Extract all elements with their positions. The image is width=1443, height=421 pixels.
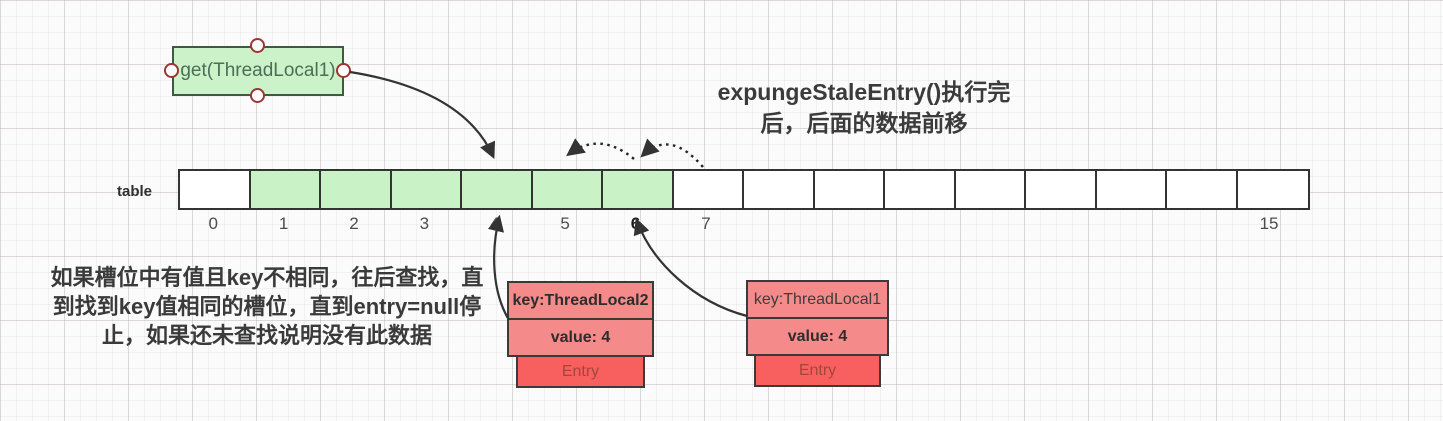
table-cell-13[interactable]	[1096, 171, 1167, 208]
entry2-tag-cell[interactable]: Entry	[516, 355, 645, 388]
note-line3: 止，如果还未查找说明没有此数据	[101, 323, 432, 348]
dotted-arrow-slot7-to-slot6	[640, 138, 704, 168]
index-label-7: 7	[701, 214, 711, 233]
index-label-8	[741, 214, 811, 234]
index-label-15: 15	[1259, 214, 1279, 233]
table-cell-1[interactable]	[250, 171, 321, 208]
diagram-title-line1: expungeStaleEntry()执行完	[717, 79, 1011, 105]
arrow-get-to-slot4	[349, 70, 496, 160]
index-label-14	[1163, 214, 1233, 234]
entry1-tag-cell[interactable]: Entry	[754, 354, 881, 387]
table-cell-8[interactable]	[744, 171, 815, 208]
index-label-3: 3	[419, 214, 430, 233]
table-index-row: 0 1 2 3 4 5 6 7 15	[178, 214, 1304, 234]
table-cell-12[interactable]	[1026, 171, 1097, 208]
index-label-0: 0	[208, 214, 218, 233]
table-cell-0[interactable]	[180, 171, 251, 208]
selection-handle-right-icon[interactable]	[336, 63, 351, 78]
table-cell-3[interactable]	[391, 171, 462, 208]
table-cell-9[interactable]	[814, 171, 885, 208]
selection-handle-left-icon[interactable]	[164, 63, 179, 78]
get-threadlocal-box[interactable]: get(ThreadLocal1)	[172, 46, 344, 96]
index-label-13	[1093, 214, 1163, 234]
index-label-9	[812, 214, 882, 234]
entry-threadlocal1[interactable]: key:ThreadLocal1 value: 4 Entry	[746, 280, 889, 387]
table-cell-14[interactable]	[1167, 171, 1238, 208]
table-label: table	[117, 183, 153, 200]
index-label-11	[952, 214, 1022, 234]
index-label-2: 2	[349, 214, 359, 233]
table-array	[178, 169, 1310, 210]
index-label-10	[882, 214, 952, 234]
get-threadlocal-label: get(ThreadLocal1)	[180, 60, 336, 81]
index-label-6: 6	[630, 214, 641, 233]
table-cell-2[interactable]	[321, 171, 392, 208]
note-text: 如果槽位中有值且key不相同，往后查找，直 到找到key值相同的槽位，直到ent…	[36, 263, 498, 350]
selection-handle-bottom-icon[interactable]	[250, 88, 265, 103]
entry2-value-cell[interactable]: value: 4	[507, 318, 654, 357]
entry1-key-cell[interactable]: key:ThreadLocal1	[746, 280, 889, 319]
index-label-4: 4	[490, 214, 500, 233]
index-label-1: 1	[278, 214, 289, 233]
table-cell-10[interactable]	[885, 171, 956, 208]
entry1-value-cell[interactable]: value: 4	[746, 317, 889, 356]
table-cell-5[interactable]	[532, 171, 603, 208]
entry2-key-cell[interactable]: key:ThreadLocal2	[507, 281, 654, 320]
table-cell-11[interactable]	[955, 171, 1026, 208]
entry-threadlocal2[interactable]: key:ThreadLocal2 value: 4 Entry	[507, 281, 654, 388]
table-cell-4[interactable]	[462, 171, 533, 208]
diagram-title-line2: 后，后面的数据前移	[760, 110, 968, 136]
table-cell-6[interactable]	[603, 171, 674, 208]
diagram-title: expungeStaleEntry()执行完 后，后面的数据前移	[698, 77, 1030, 139]
index-label-12	[1023, 214, 1093, 234]
table-cell-15[interactable]	[1237, 171, 1308, 208]
dotted-arrow-slot6-to-slot5	[566, 138, 635, 160]
selection-handle-top-icon[interactable]	[250, 38, 265, 53]
index-label-5: 5	[560, 214, 570, 233]
table-cell-7[interactable]	[673, 171, 744, 208]
note-line1: 如果槽位中有值且key不相同，往后查找，直	[50, 265, 484, 290]
note-line2: 到找到key值相同的槽位，直到entry=null停	[52, 294, 482, 319]
